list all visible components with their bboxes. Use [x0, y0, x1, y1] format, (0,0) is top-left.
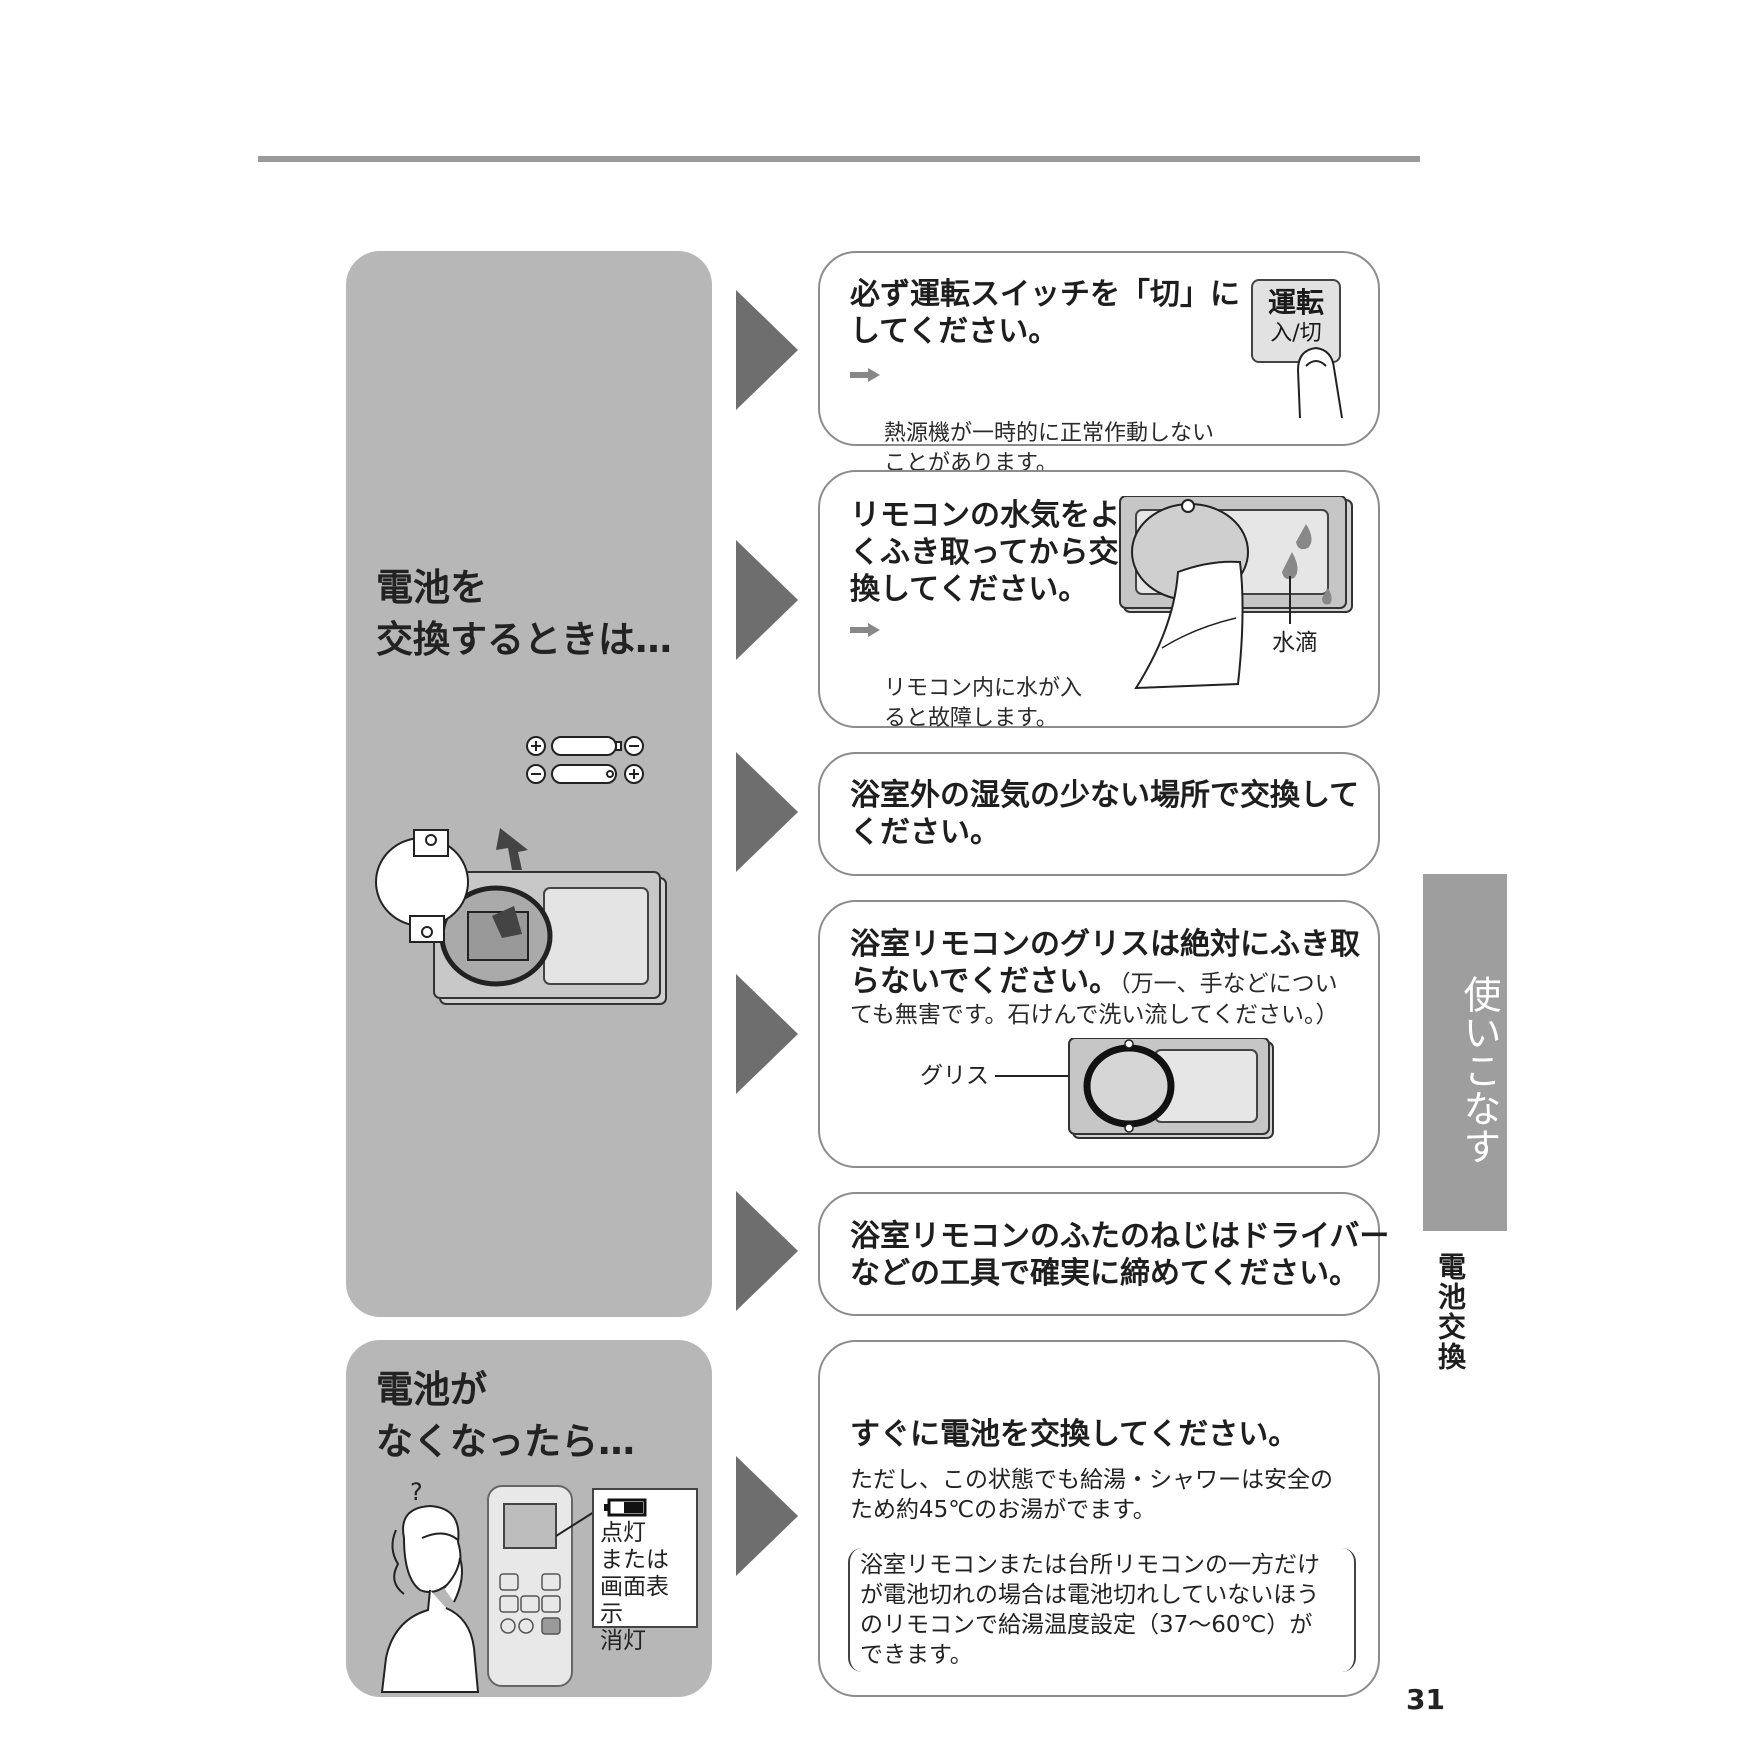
wipe-remote-illustration	[1119, 496, 1353, 690]
battery-orientation-illustration	[526, 736, 644, 784]
card-replace-now-boxed-note: 浴室リモコンまたは台所リモコンの一方だけ が電池切れの場合は電池切れしていないほ…	[848, 1548, 1356, 1672]
card-wipe-heading: リモコンの水気をよ くふき取ってから交 換してください。	[850, 498, 1120, 607]
card-replace-now-body: ただし、この状態でも給湯・シャワーは安全の ため約45℃のお湯がでます。	[850, 1467, 1333, 1523]
arrow-2	[736, 540, 798, 660]
arrow-1	[736, 290, 798, 410]
card-switch-off-note: 熱源機が一時的に正常作動しない ことがあります。	[850, 359, 1214, 479]
card-switch-off-heading: 必ず運転スイッチを「切」に してください。	[850, 277, 1240, 349]
page-number: 31	[1406, 1683, 1445, 1716]
card-wipe-note-text: リモコン内に水が入 ると故障します。	[884, 676, 1083, 731]
arrow-4	[736, 974, 798, 1094]
replace-panel	[346, 251, 712, 1317]
card-replace-now	[818, 1340, 1380, 1697]
card-screws	[818, 1192, 1380, 1316]
finger-press-icon	[1296, 346, 1343, 419]
card-outside	[818, 752, 1380, 876]
arrow-note-icon	[850, 368, 880, 382]
grease-heading-line2: らないでください。	[850, 964, 1120, 999]
card-grease-heading: 浴室リモコンのグリスは絶対にふき取 らないでください。（万一、手などについ ても…	[850, 926, 1370, 1030]
grease-ring-illustration	[995, 1038, 1274, 1139]
arrow-5	[736, 1191, 798, 1311]
arrow-note-icon	[850, 623, 880, 637]
power-button-label-bottom: 入/切	[1270, 321, 1322, 346]
empty-panel-title: 電池が なくなったら…	[376, 1368, 635, 1463]
grease-heading-line1: 浴室リモコンのグリスは絶対にふき取	[850, 927, 1360, 962]
power-button-label-top: 運転	[1267, 286, 1324, 319]
sidebar-tab-label: 使いこなす	[1457, 975, 1501, 1165]
card-wipe-note: リモコン内に水が入 ると故障します。	[850, 614, 1082, 734]
card-screws-heading: 浴室リモコンのふたのねじはドライバー などの工具で確実に締めてください。	[850, 1219, 1390, 1291]
power-button-illustration: 運転 入/切	[1251, 279, 1341, 363]
grease-heading-line3: ても無害です。石けんで洗い流してください。）	[850, 1002, 1339, 1028]
indicator-text: 点灯 または 画面表示 消灯	[600, 1520, 669, 1654]
header-rule	[258, 156, 1420, 162]
card-replace-now-heading: すぐに電池を交換してください。	[850, 1417, 1299, 1452]
low-battery-icon	[604, 1498, 647, 1517]
grease-label: グリス	[920, 1063, 989, 1089]
grease-heading-line2-note: （万一、手などについ	[1119, 971, 1338, 997]
remote-control-illustration	[487, 1485, 573, 1687]
svg-text:?: ?	[410, 1478, 423, 1506]
sidebar-tab-usage[interactable]: 使いこなす	[1423, 874, 1507, 1231]
battery-compartment-illustration	[375, 828, 667, 1005]
indicator-callout-line	[556, 1511, 595, 1537]
arrow-3	[736, 752, 798, 872]
replace-panel-title: 電池を 交換するときは…	[376, 566, 672, 661]
card-outside-heading: 浴室外の湿気の少ない場所で交換して ください。	[850, 778, 1360, 850]
card-switch-off-note-text: 熱源機が一時的に正常作動しない ことがあります。	[884, 421, 1215, 476]
arrow-6	[736, 1456, 798, 1576]
boxed-note-text: 浴室リモコンまたは台所リモコンの一方だけ が電池切れの場合は電池切れしていないほ…	[860, 1552, 1320, 1668]
sidebar-section-label: 電池交換	[1434, 1252, 1467, 1372]
battery-indicator-box: 点灯 または 画面表示 消灯	[592, 1488, 698, 1654]
water-drop-label: 水滴	[1272, 630, 1318, 656]
confused-person-illustration: ?	[380, 1478, 480, 1693]
